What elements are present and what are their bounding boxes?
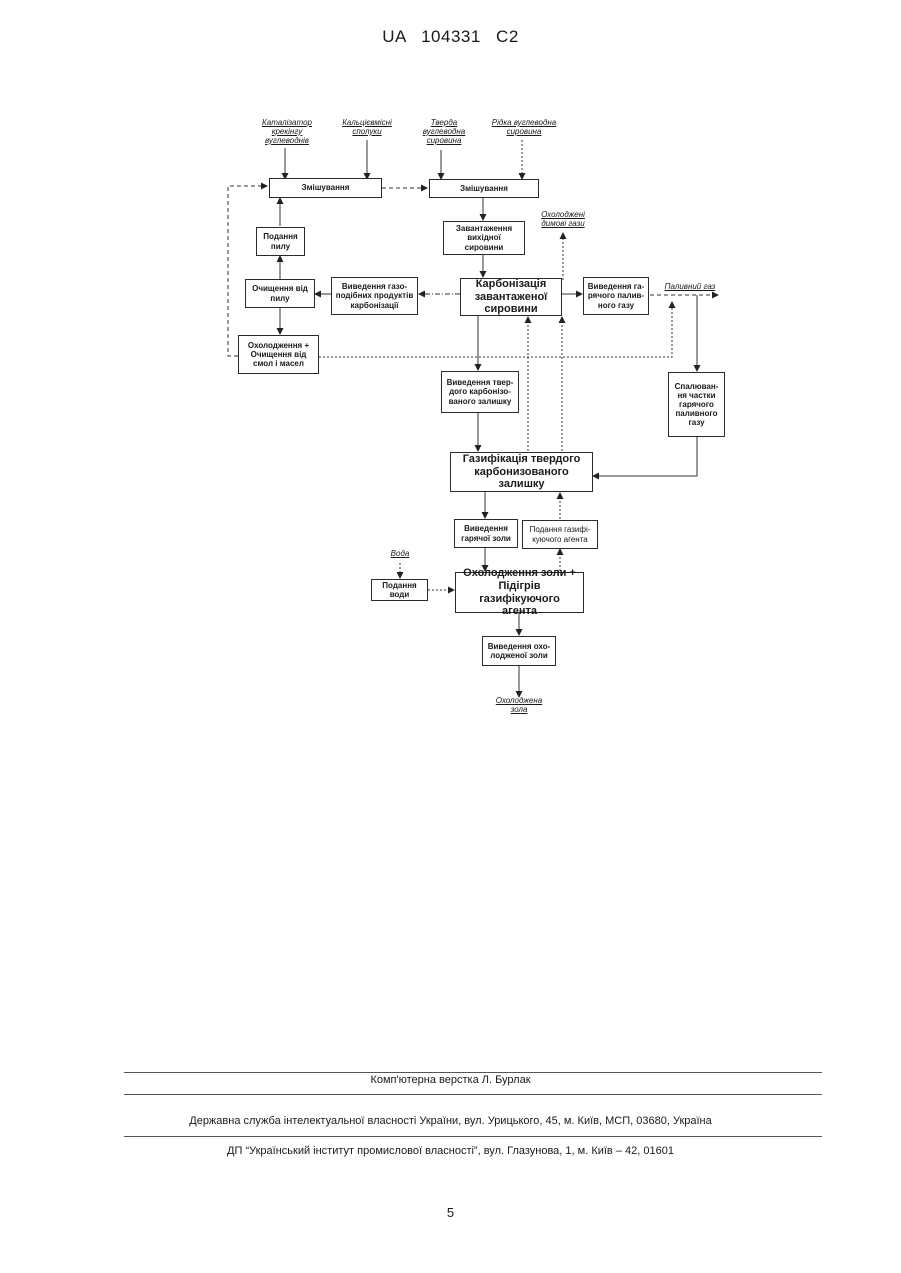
layout-credit: Комп'ютерна верстка Л. Бурлак — [0, 1074, 901, 1086]
footer-rule-bottom — [124, 1136, 822, 1137]
output-cooled-flue: Охолоджені димові гази — [532, 211, 594, 229]
box-cooled-ash-out: Виведення охо- лодженої золи — [482, 636, 556, 666]
box-carbonization: Карбонізація завантаженої сировини — [460, 278, 562, 316]
agency-address: Державна служба інтелектуальної власност… — [0, 1115, 901, 1127]
burn-part-to-gasification — [593, 437, 697, 476]
institute-address: ДП “Український інститут промислової вла… — [0, 1145, 901, 1157]
box-agent-feed: Подання газифі- куючого агента — [522, 520, 598, 549]
footer-rule-middle — [124, 1094, 822, 1095]
input-catalyst: Каталізатор крекінгу вуглеводнів — [255, 119, 319, 145]
box-dust-feed: Подання пилу — [256, 227, 305, 256]
box-hot-fuel-gas: Виведення га- рячого палив- ного газу — [583, 277, 649, 315]
box-hot-ash: Виведення гарячої золи — [454, 519, 518, 548]
input-liquid-feed: Рідка вуглеводна сировина — [484, 119, 564, 137]
box-water-feed: Подання води — [371, 579, 428, 601]
box-gasification: Газифікація твердого карбонизованого зал… — [450, 452, 593, 492]
box-ash-cool: Охолодження золи + Підігрів газифікуючог… — [455, 572, 584, 613]
input-water: Вода — [385, 550, 415, 559]
box-dust-clean: Очищення від пилу — [245, 279, 315, 308]
page-number: 5 — [0, 1205, 901, 1220]
box-solid-residue: Виведення твер- дого карбонізо- ваного з… — [441, 371, 519, 413]
box-cool-clean: Охолодження + Очищення від смол і масел — [238, 335, 319, 374]
input-solid-feed: Тверда вуглеводна сировина — [414, 119, 474, 145]
recycle-loop — [228, 186, 267, 356]
box-gas-products: Виведення газо- подібних продуктів карбо… — [331, 277, 418, 315]
box-burn-part: Спалюван- ня частки гарячого паливного г… — [668, 372, 725, 437]
input-calcium: Кальцієвмісні сполуки — [334, 119, 400, 137]
box-load-feed: Завантаження вихідної сировини — [443, 221, 525, 255]
box-mixing-1: Змішування — [269, 178, 382, 198]
footer-rule-top — [124, 1072, 822, 1073]
output-fuel-gas: Паливний газ — [658, 283, 722, 292]
output-cooled-ash: Охолоджена зола — [489, 697, 549, 715]
box-mixing-2: Змішування — [429, 179, 539, 198]
